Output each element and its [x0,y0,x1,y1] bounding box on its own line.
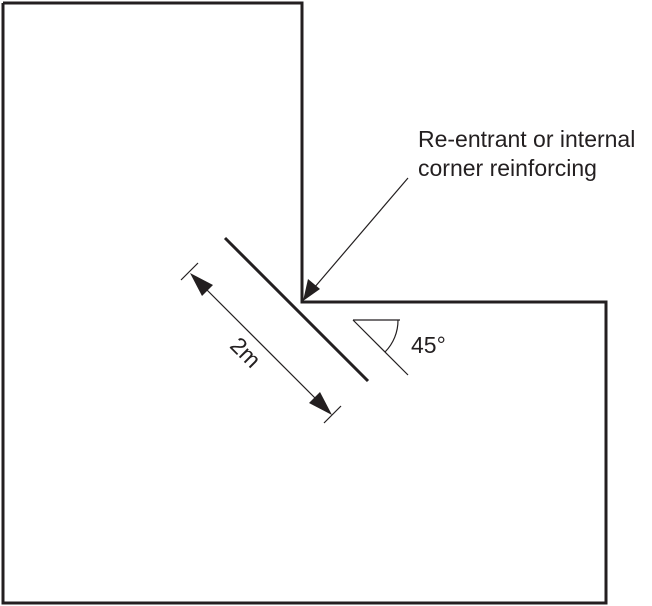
dimension-tick-bottom [323,405,342,424]
callout-line-1: Re-entrant or internal [418,126,635,152]
angle-arc [384,319,399,353]
dimension-line [194,277,328,411]
dimension-arrow-bottom [309,392,332,415]
slab-outline [1,1,608,605]
dimension-arrow-top [190,273,213,296]
dimension-label: 2m [225,332,266,373]
callout-arrow [303,279,320,301]
callout-line-2: corner reinforcing [418,155,597,181]
angle-diagonal-line [352,319,409,376]
reinforcing-bar [223,236,370,383]
angle-label: 45° [411,332,446,358]
dimension-tick-top [180,262,199,281]
callout-leader [313,177,409,289]
